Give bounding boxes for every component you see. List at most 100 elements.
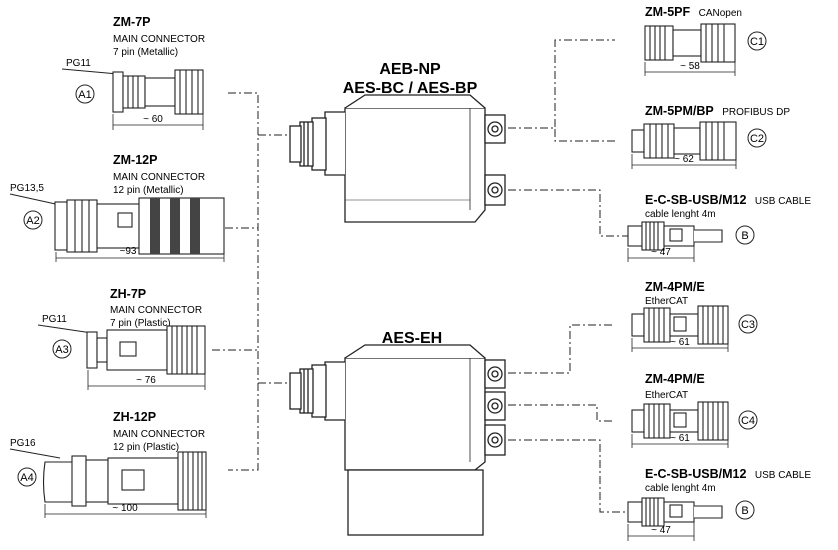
connector-b-top-title: E-C-SB-USB/M12 <box>645 193 746 207</box>
connector-c4-title: ZM-4PM/E <box>645 372 705 386</box>
connector-c3-code: C3 <box>741 319 755 331</box>
connector-b-bottom-drawing <box>627 497 723 527</box>
connector-a3-dim: ~ 76 <box>136 375 156 386</box>
connector-c2-code: C2 <box>750 133 764 145</box>
connector-b-top-suffix: USB CABLE <box>755 196 811 207</box>
connector-a2-dimension <box>55 252 225 262</box>
connector-b-bottom-title: E-C-SB-USB/M12 <box>645 467 746 481</box>
connector-a2-badge <box>23 210 43 230</box>
connector-c3: ZM-4PM/E EtherCAT C3 ~ 61 <box>631 280 758 352</box>
connector-a3: ZH-7P MAIN CONNECTOR 7 pin (Plastic) PG1… <box>37 287 206 390</box>
connector-a4-line2: 12 pin (Plastic) <box>113 442 179 453</box>
connector-a3-gland: PG11 <box>42 314 67 325</box>
device-bottom-label: AES-EH <box>382 330 442 347</box>
connector-c3-line1: EtherCAT <box>645 296 688 307</box>
connector-b-bottom-code: B <box>741 505 748 517</box>
connector-a4-badge <box>17 467 37 487</box>
connector-c3-dimension <box>631 338 729 352</box>
connector-c1-suffix: CANopen <box>699 8 742 19</box>
connector-b-top-drawing <box>627 221 723 251</box>
connector-c1-badge <box>747 31 767 51</box>
connector-c3-badge <box>738 314 758 334</box>
connector-a2-dim: ~93 <box>120 246 137 257</box>
connector-a4-dimension <box>44 504 207 518</box>
connector-a3-dimension <box>87 370 206 390</box>
connector-a1-drawing <box>61 68 204 115</box>
connector-a4-gland: PG16 <box>10 438 36 449</box>
connector-c1-dim: ~ 58 <box>680 61 700 72</box>
connector-a3-badge <box>52 339 72 359</box>
connector-a4-code: A4 <box>20 472 33 484</box>
connector-c1-dimension <box>644 62 736 76</box>
connector-c2-badge <box>747 128 767 148</box>
connector-c2-dimension <box>631 154 737 169</box>
device-aeb-np <box>289 94 506 223</box>
connector-b-top-badge <box>735 225 755 245</box>
connector-a3-line2: 7 pin (Plastic) <box>110 318 171 329</box>
connector-c4-dimension <box>631 434 729 448</box>
connector-a1-gland: PG11 <box>66 58 91 69</box>
connector-b-bottom-suffix: USB CABLE <box>755 470 811 481</box>
connector-c4-badge <box>738 410 758 430</box>
connector-b-top-line1: cable lenght 4m <box>645 209 716 220</box>
connector-a1-dim: ~ 60 <box>143 114 163 125</box>
connector-b-bottom-heading: E-C-SB-USB/M12 USB CABLE <box>645 465 811 482</box>
connector-a1: ZM-7P MAIN CONNECTOR 7 pin (Metallic) PG… <box>61 15 205 130</box>
connector-b-bottom-dim: ~ 47 <box>651 525 671 536</box>
connector-a1-badge <box>75 84 95 104</box>
connector-a4-dim: ~ 100 <box>112 503 138 514</box>
connector-c2-dim: ~ 62 <box>674 154 694 165</box>
connector-c1-title: ZM-5PF <box>645 5 691 19</box>
device-aes-eh <box>289 344 506 536</box>
connector-c2-title: ZM-5PM/BP <box>645 104 714 118</box>
connector-a4-drawing <box>9 448 207 511</box>
connector-b-top-heading: E-C-SB-USB/M12 USB CABLE <box>645 191 811 208</box>
connector-a4: ZH-12P MAIN CONNECTOR 12 pin (Plastic) P… <box>9 410 207 518</box>
connector-c3-drawing <box>631 305 729 345</box>
connector-c4-drawing <box>631 401 729 441</box>
connector-a3-line1: MAIN CONNECTOR <box>110 305 202 316</box>
connector-c2-heading: ZM-5PM/BP PROFIBUS DP <box>645 102 790 119</box>
connector-c4-code: C4 <box>741 415 755 427</box>
connector-c1-code: C1 <box>750 36 764 48</box>
connector-a2: ZM-12P MAIN CONNECTOR 12 pin (Metallic) … <box>9 153 225 262</box>
connector-c4-line1: EtherCAT <box>645 390 688 401</box>
connector-b-bottom-line1: cable lenght 4m <box>645 483 716 494</box>
device-top-label-1: AEB-NP <box>379 61 441 78</box>
connector-a1-code: A1 <box>78 89 91 101</box>
connector-a1-line1: MAIN CONNECTOR <box>113 34 205 45</box>
connector-a3-drawing <box>37 324 206 375</box>
connector-c3-title: ZM-4PM/E <box>645 280 705 294</box>
connector-a4-title: ZH-12P <box>113 410 156 424</box>
connector-c1-heading: ZM-5PF CANopen <box>645 3 742 20</box>
connector-b-bottom-dimension <box>627 522 695 541</box>
connector-a2-title: ZM-12P <box>113 153 157 167</box>
connector-c2-suffix: PROFIBUS DP <box>722 107 790 118</box>
connector-a2-line2: 12 pin (Metallic) <box>113 185 184 196</box>
connector-a2-line1: MAIN CONNECTOR <box>113 172 205 183</box>
connector-c4: ZM-4PM/E EtherCAT C4 ~ 61 <box>631 372 758 448</box>
device-top-label-2: AES-BC / AES-BP <box>343 80 478 97</box>
connector-a2-grip <box>150 198 200 254</box>
connector-c2-drawing <box>631 121 737 161</box>
connector-a1-dimension <box>112 114 204 130</box>
connector-a1-line2: 7 pin (Metallic) <box>113 47 178 58</box>
connector-c2: ZM-5PM/BP PROFIBUS DP C2 ~ 62 <box>631 102 790 169</box>
connector-b-top-dim: ~ 47 <box>651 247 671 258</box>
connector-a2-gland: PG13,5 <box>10 183 44 194</box>
connector-c1-drawing <box>644 23 736 63</box>
connector-a1-title: ZM-7P <box>113 15 151 29</box>
connector-b-bottom: E-C-SB-USB/M12 USB CABLE cable lenght 4m… <box>627 465 811 541</box>
connection-lines <box>212 39 628 513</box>
connector-a3-code: A3 <box>55 344 68 356</box>
connector-c3-dim: ~ 61 <box>670 337 690 348</box>
connector-b-bottom-badge <box>735 500 755 520</box>
connector-c1: ZM-5PF CANopen C1 ~ 58 <box>644 3 767 76</box>
connector-a3-title: ZH-7P <box>110 287 146 301</box>
connector-b-top-dimension <box>627 246 695 262</box>
device-aeb-np-labels: AEB-NP AES-BC / AES-BP <box>343 61 478 97</box>
connector-b-top-code: B <box>741 230 748 242</box>
connector-a4-line1: MAIN CONNECTOR <box>113 429 205 440</box>
connector-c4-dim: ~ 61 <box>670 433 690 444</box>
